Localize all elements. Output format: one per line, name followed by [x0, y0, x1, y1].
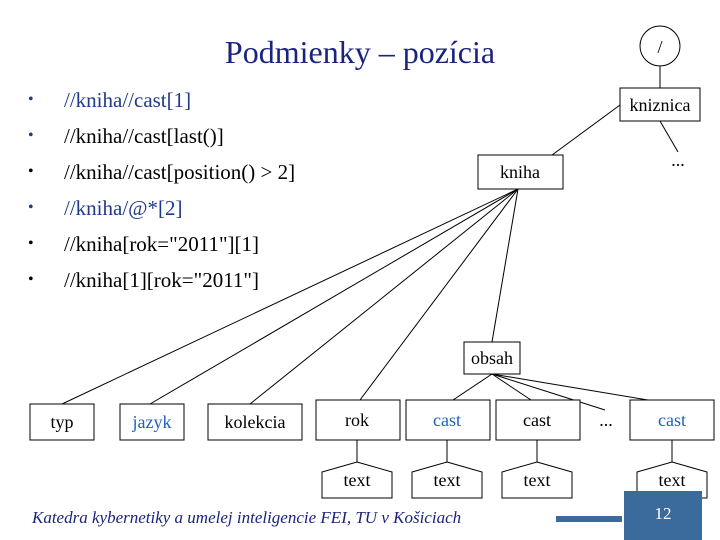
bullet-item: • //kniha//cast[position() > 2]: [28, 154, 295, 190]
edge-kniha-typ: [61, 188, 519, 405]
bullet-dot: •: [28, 163, 34, 180]
footer-accent-bar: [556, 516, 622, 522]
bullet-text: //kniha//cast[position() > 2]: [64, 160, 296, 184]
cast1-node: [405, 399, 491, 441]
edge-obsah-ellipsis: [491, 373, 606, 411]
footer-text: Katedra kybernetiky a umelej inteligenci…: [32, 508, 462, 527]
edge-kniha-kolekcia: [249, 188, 519, 405]
root-node-label: /: [657, 37, 662, 57]
ellipsis-leaf: ...: [599, 410, 613, 430]
kolekcia-node: [207, 403, 303, 441]
edge-obsah-cast2: [491, 373, 538, 405]
kniznica-node: [619, 87, 701, 122]
edge-kniha-jazyk: [149, 188, 519, 405]
kniha-node-label: kniha: [500, 162, 540, 182]
bullet-item: • //kniha//cast[last()]: [28, 118, 295, 154]
ellipsis-top: ...: [671, 150, 685, 170]
typ-node-label: typ: [50, 412, 73, 432]
edge-kniha-obsah: [491, 188, 519, 343]
rok-node: [315, 399, 401, 441]
rok-text-node: [321, 461, 393, 499]
cast2-text-label: text: [524, 470, 551, 490]
rok-node-label: rok: [345, 410, 369, 430]
cast3-node-label: cast: [658, 410, 686, 430]
edge-obsah-cast3: [491, 373, 673, 405]
bullet-text: //kniha//cast[last()]: [64, 124, 224, 148]
bullet-dot: •: [28, 271, 34, 288]
rok-text-label: text: [344, 470, 371, 490]
page-title: Podmienky – pozícia: [224, 34, 496, 70]
cast2-node-label: cast: [523, 410, 551, 430]
obsah-node-label: obsah: [471, 348, 513, 368]
bullet-text: //kniha[rok="2011"][1]: [64, 232, 259, 256]
jazyk-node: [119, 403, 185, 441]
bullet-dot: •: [28, 127, 34, 144]
cast1-text-node: [411, 461, 483, 499]
kolekcia-node-label: kolekcia: [225, 412, 286, 432]
cast3-node: [629, 399, 715, 441]
tree-edges: [61, 66, 679, 462]
bullet-text: //kniha[1][rok="2011"]: [64, 268, 259, 292]
bullet-item: • //kniha/@*[2]: [28, 190, 295, 226]
root-node: [639, 25, 681, 67]
bullet-dot: •: [28, 199, 34, 216]
edge-kniznica-ellipsis: [659, 120, 679, 153]
kniznica-node-label: kniznica: [630, 95, 691, 115]
page-number: 12: [624, 491, 702, 540]
xpath-list: • //kniha//cast[1] • //kniha//cast[last()]…: [28, 82, 295, 298]
cast1-text-label: text: [434, 470, 461, 490]
bullet-dot: •: [28, 235, 34, 252]
bullet-text: //kniha//cast[1]: [64, 88, 192, 112]
edge-kniha-rok: [356, 188, 519, 405]
kniha-node: [477, 154, 564, 190]
edge-kniznica-kniha: [547, 104, 621, 159]
bullet-item: • //kniha//cast[1]: [28, 82, 295, 118]
jazyk-node-label: jazyk: [132, 412, 172, 432]
bullet-item: • //kniha[1][rok="2011"]: [28, 262, 295, 298]
bullet-text: //kniha/@*[2]: [64, 196, 183, 220]
cast2-text-node: [501, 461, 573, 499]
cast2-node: [495, 399, 581, 441]
obsah-node: [463, 341, 521, 375]
cast1-node-label: cast: [433, 410, 461, 430]
edge-obsah-cast1: [446, 373, 493, 405]
cast3-text-label: text: [659, 470, 686, 490]
bullet-item: • //kniha[rok="2011"][1]: [28, 226, 295, 262]
bullet-dot: •: [28, 91, 34, 108]
typ-node: [29, 403, 95, 441]
